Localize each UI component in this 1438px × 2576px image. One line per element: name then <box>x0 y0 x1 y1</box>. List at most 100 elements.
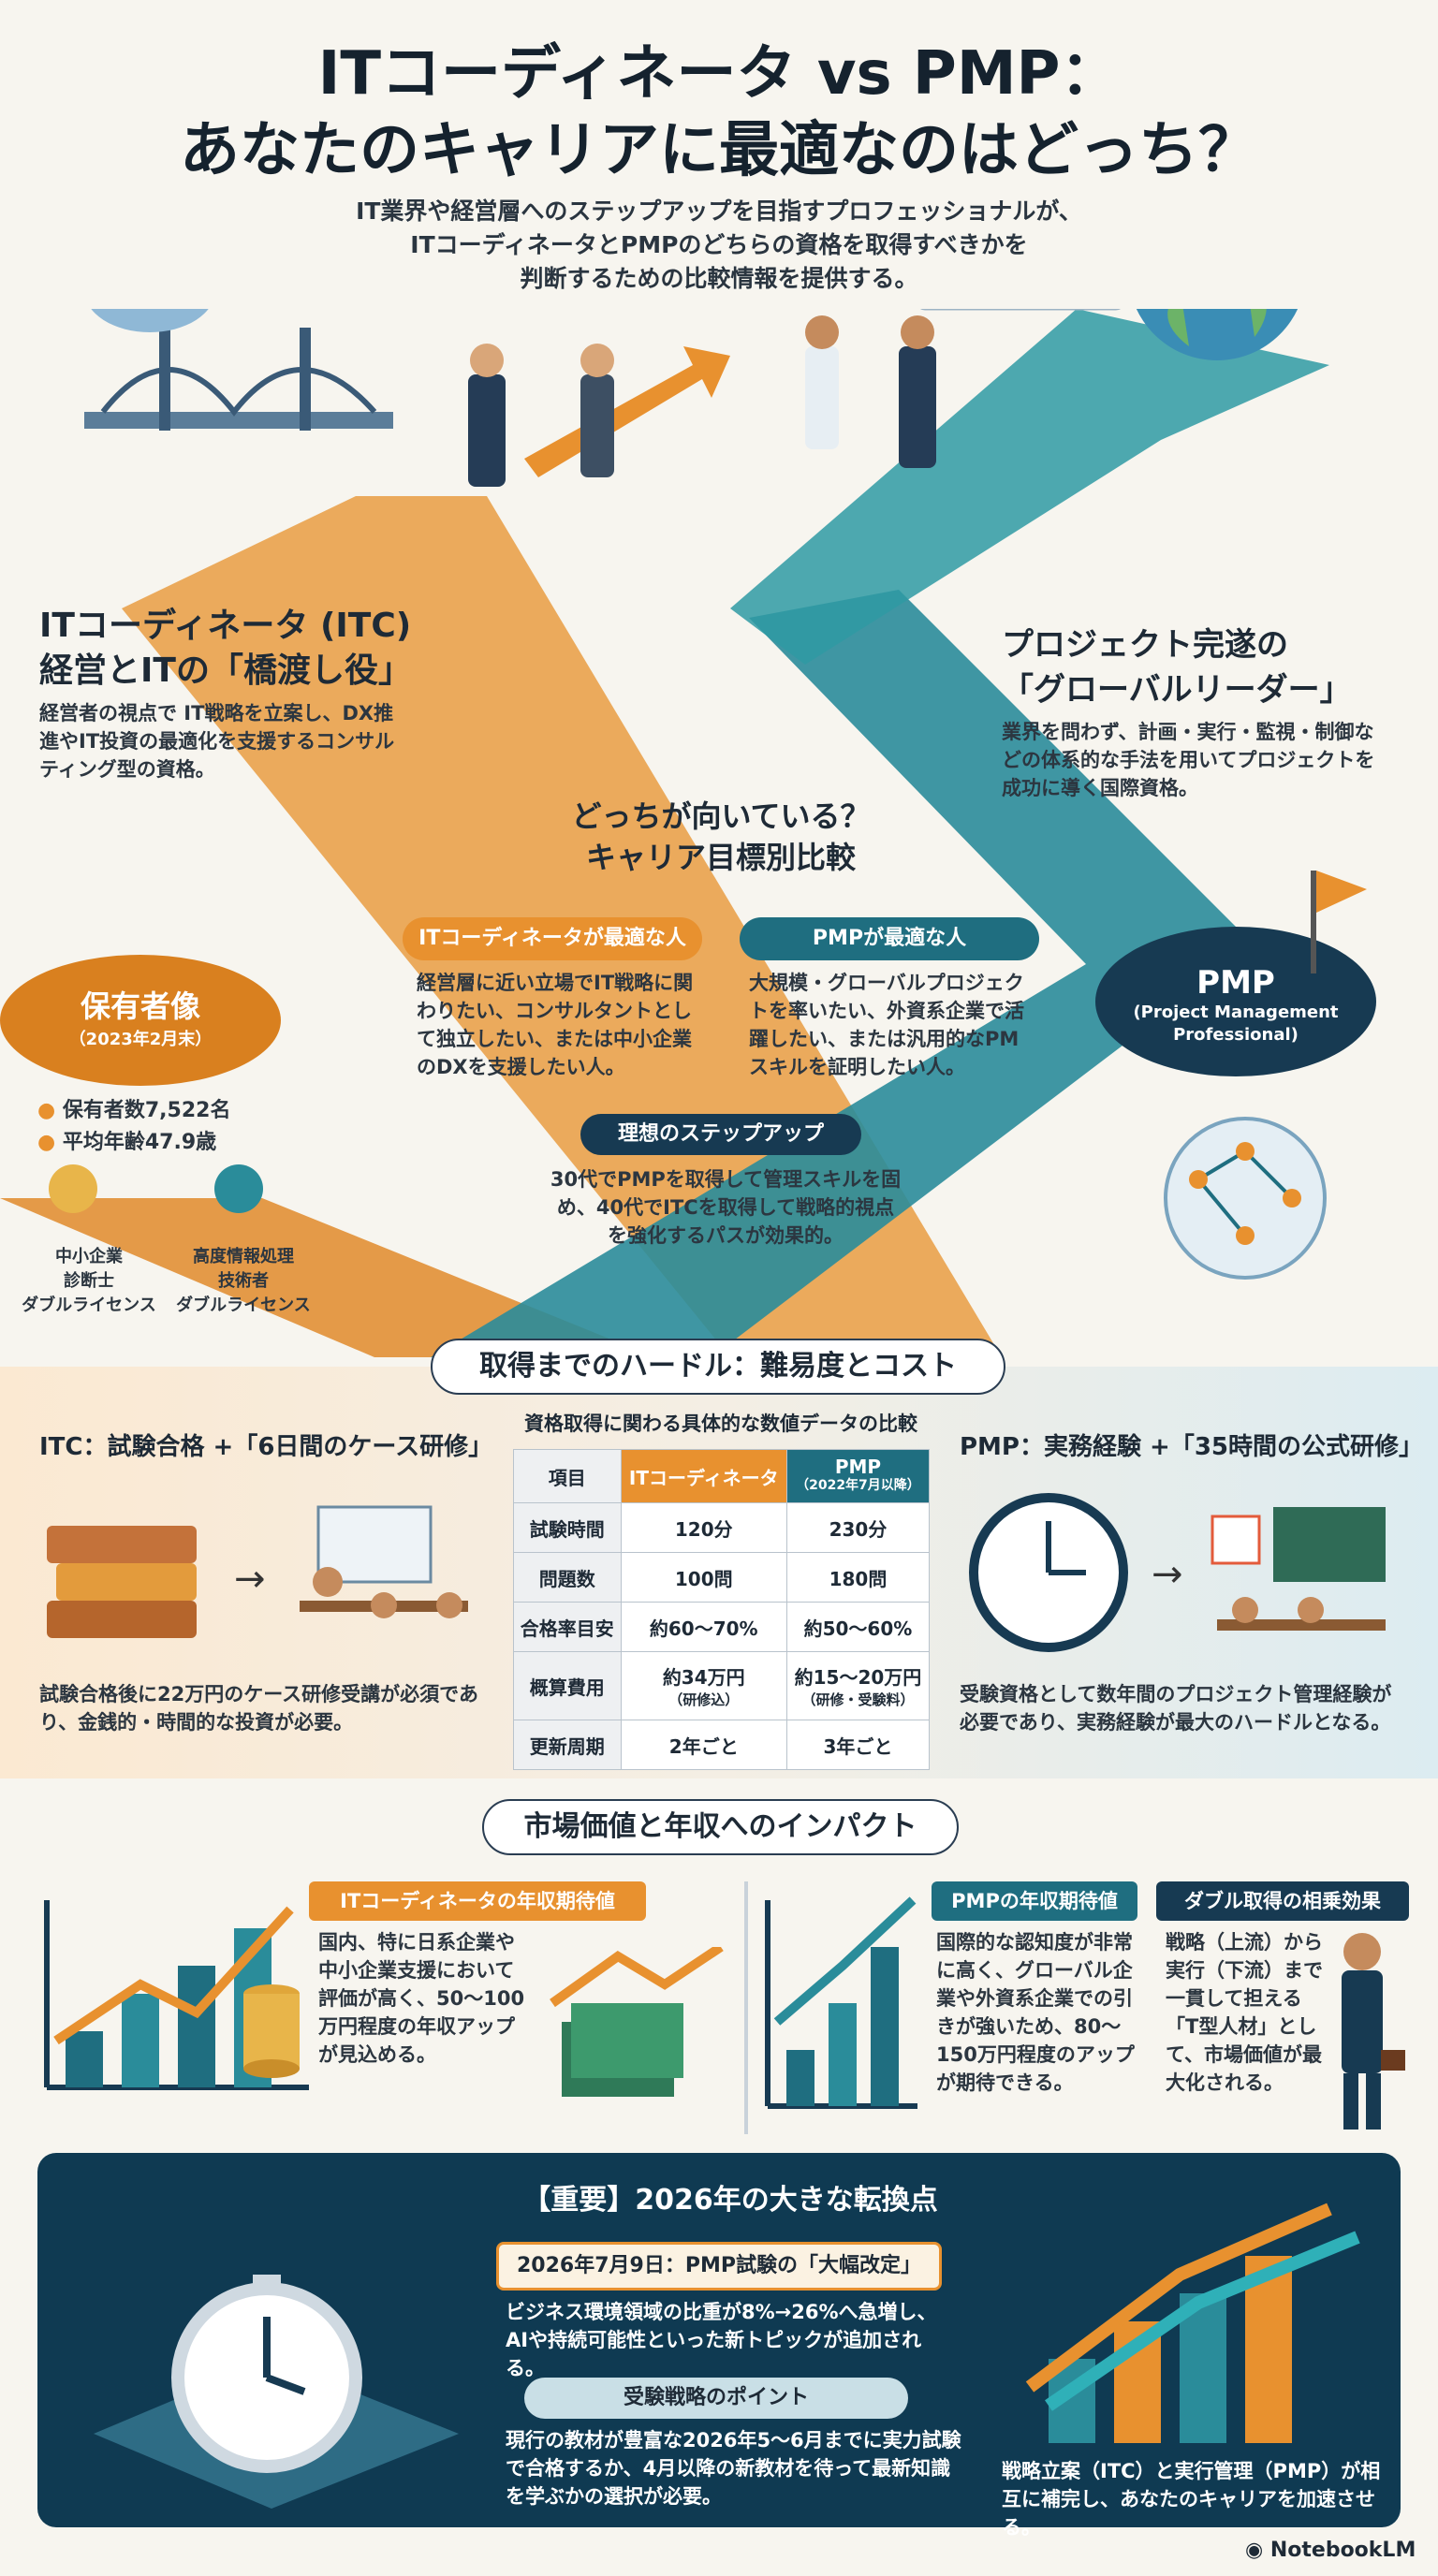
itc-fit-text: 経営層に近い立場でIT戦略に関わりたい、コンサルタントとして独立したい、または中… <box>417 972 694 1078</box>
pmp-badge-title: PMP <box>1196 964 1275 1002</box>
table-cell: 試験時間 <box>513 1502 622 1553</box>
notebook-icon: ◉ <box>1245 2539 1270 2562</box>
intro-line-3: 判断するための比較情報を提供する。 <box>520 265 918 292</box>
comparison-table: 項目 ITコーディネータ PMP（2022年7月以降） 試験時間 120分 23… <box>513 1449 931 1770</box>
itc-path-lower <box>0 1198 655 1357</box>
pmp-hurdle-illustration: → <box>969 1493 1386 1652</box>
pmp-badge <box>1095 927 1376 1076</box>
intro-line-1: IT業界や経営層へのステップアップを目指すプロフェッショナルが、 <box>356 198 1082 225</box>
double-effect-label: ダブル取得の相乗効果 <box>1156 1881 1409 1921</box>
step-up-label: 理想のステップアップ <box>580 1114 861 1155</box>
growth-arrow-icon <box>524 346 730 477</box>
closing-text: 戦略立案（ITC）と実行管理（PMP）が相互に補完し、あなたのキャリアを加速させ… <box>1002 2460 1381 2539</box>
globe-icon <box>1136 309 1299 360</box>
table-title: 資格取得に関わる具体的な数値データの比較 <box>524 1412 917 1435</box>
table-cell: 3年ごと <box>785 1720 931 1770</box>
divider <box>744 1881 748 2134</box>
table-row: 更新周期 2年ごと 3年ごと <box>513 1720 931 1770</box>
itc-hurdle-title: ITC：試験合格 +「6日間のケース研修」 <box>39 1433 493 1461</box>
itc-description: 経営者の視点で IT戦略を立案し、DX推進やIT投資の最適化を支援するコンサルテ… <box>39 702 395 781</box>
pmp-fit-text: 大規模・グローバルプロジェクトを率いたい、外資系企業で活躍したい、または汎用的な… <box>749 972 1024 1078</box>
pmp-description: 業界を問わず、計画・実行・監視・制御などの体系的な手法を用いてプロジェクトを成功… <box>1002 721 1375 799</box>
compare-heading: どっちが向いている？ キャリア目標別比較 <box>487 796 955 878</box>
footer-brand: ◉ NotebookLM <box>1245 2539 1416 2562</box>
holder-badge <box>0 955 281 1086</box>
arrow-icon: → <box>1152 1553 1183 1596</box>
clock-icon <box>969 1493 1128 1652</box>
arrow-icon: → <box>234 1558 266 1601</box>
award-badge-icon <box>49 1164 263 1213</box>
holder-stats: ● 保有者数7,522名 ● 平均年齢47.9歳 <box>37 1095 318 1159</box>
table-cell: 合格率目安 <box>513 1602 622 1652</box>
cloud-icon: IT <box>91 309 209 332</box>
table-header-itc: ITコーディネータ <box>620 1449 787 1503</box>
pmp-arrow <box>730 309 1329 665</box>
pmp-income-label: PMPの年収期待値 <box>932 1881 1137 1921</box>
pmp-hurdle-text: 受験資格として数年間のプロジェクト管理経験が必要であり、実務経験が最大のハードル… <box>960 1683 1392 1734</box>
title-line-1: ITコーディネータ vs PMP： <box>317 39 1121 109</box>
itc-income-label: ITコーディネータの年収期待値 <box>309 1881 646 1921</box>
table-cell: 230分 <box>785 1502 931 1553</box>
books-icon <box>47 1526 197 1638</box>
table-row: 問題数 100問 180問 <box>513 1552 931 1603</box>
seminar-icon <box>300 1505 468 1618</box>
strategy-text: 現行の教材が豊富な2026年5〜6月までに実力試験で合格するか、4月以降の新教材… <box>506 2429 961 2508</box>
bar-chart-icon <box>44 1900 309 2090</box>
itc-consultants <box>468 344 614 487</box>
market-banner: 市場価値と年収へのインパクト <box>482 1799 959 1855</box>
stopwatch-illustration <box>94 2275 459 2509</box>
pmp-income-text: 国際的な認知度が非常に高く、グローバル企業や外資系企業での引きが強いため、80〜… <box>936 1931 1135 2094</box>
stopwatch-icon <box>171 2275 362 2473</box>
title-line-2: あなたのキャリアに最適なのはどっち？ <box>180 116 1258 185</box>
strategy-label: 受験戦略のポイント <box>524 2378 908 2419</box>
pmp-leaders <box>805 315 936 468</box>
itc-hurdle-illustration: → <box>47 1505 468 1638</box>
double-effect-text: 戦略（上流）から実行（下流）まで一貫して担える「T型人材」として、市場価値が最大… <box>1166 1931 1323 2094</box>
hurdle-banner: 取得までのハードル：難易度とコスト <box>431 1339 1005 1395</box>
itc-hurdle-text: 試験合格後に22万円のケース研修受講が必須であり、金銭的・時間的な投資が必要。 <box>39 1683 478 1734</box>
compare-heading-2: キャリア目標別比較 <box>585 840 856 875</box>
pmp-hurdle-title: PMP：実務経験 +「35時間の公式研修」 <box>960 1433 1424 1461</box>
table-cell: 100問 <box>620 1552 787 1603</box>
businessman-icon <box>1342 1933 1405 2130</box>
badge-it-engineer: 高度情報処理 技術者 ダブルライセンス <box>176 1247 311 1315</box>
money-stack-icon <box>550 1947 724 2097</box>
holders-count: ● 保有者数7,522名 <box>37 1099 231 1122</box>
table-cell: 120分 <box>620 1502 787 1553</box>
flag-icon <box>1311 871 1367 973</box>
pmp-heading-1: プロジェクト完遂の <box>1002 626 1288 664</box>
table-cell: 180問 <box>785 1552 931 1603</box>
itc-heading-2: 経営とITの「橋渡し役」 <box>39 651 412 690</box>
table-cell: 更新周期 <box>513 1720 622 1770</box>
average-age: ● 平均年齢47.9歳 <box>37 1131 217 1154</box>
table-cell: 問題数 <box>513 1552 622 1603</box>
holder-label: 保有者像 <box>80 988 200 1024</box>
growth-chart-icon <box>765 1896 917 2109</box>
table-cell: 約60〜70% <box>620 1602 787 1652</box>
table-cell: 2年ごと <box>620 1720 787 1770</box>
badge-sme-consultant: 中小企業 診断士 ダブルライセンス <box>22 1247 156 1315</box>
table-cell: 概算費用 <box>513 1651 622 1720</box>
turning-point-banner: 【重要】2026年の大きな転換点 <box>522 2184 938 2217</box>
network-globe-icon <box>1164 1117 1327 1280</box>
pmp-badge-sub: (Project Management Professional) <box>1133 1003 1339 1045</box>
holder-badge-text: 保有者像 （2023年2月末） <box>0 983 281 1050</box>
training-icon <box>1211 1507 1386 1631</box>
holder-date: （2023年2月末） <box>68 1030 213 1049</box>
pmp-fit-label: PMPが最適な人 <box>740 917 1039 960</box>
compare-heading-1: どっちが向いている？ <box>571 798 871 834</box>
dual-arrow-chart <box>1025 2203 1360 2443</box>
table-cell: 約50〜60% <box>785 1602 931 1652</box>
table-header-pmp: PMP（2022年7月以降） <box>785 1449 931 1503</box>
table-header-item: 項目 <box>513 1449 622 1503</box>
exam-revision-label: 2026年7月9日：PMP試験の「大幅改定」 <box>496 2242 942 2291</box>
itc-income-text: 国内、特に日系企業や中小企業支援において評価が高く、50〜100万円程度の年収ア… <box>318 1931 525 2066</box>
bridge-icon <box>84 328 393 431</box>
pmp-heading-2: 「グローバルリーダー」 <box>1002 671 1352 709</box>
table-row: 合格率目安 約60〜70% 約50〜60% <box>513 1602 931 1652</box>
intro-line-2: ITコーディネータとPMPのどちらの資格を取得すべきかを <box>410 231 1028 258</box>
table-row: 試験時間 120分 230分 <box>513 1502 931 1553</box>
pmp-section: プロジェクト完遂の 「グローバルリーダー」 業界を問わず、計画・実行・監視・制御… <box>1002 622 1414 802</box>
exam-revision-text: ビジネス環境領域の比重が8%→26%へ急増し、AIや持続可能性といった新トピック… <box>506 2301 937 2379</box>
itc-section: ITコーディネータ (ITC) 経営とITの「橋渡し役」 経営者の視点で IT戦… <box>39 604 470 783</box>
